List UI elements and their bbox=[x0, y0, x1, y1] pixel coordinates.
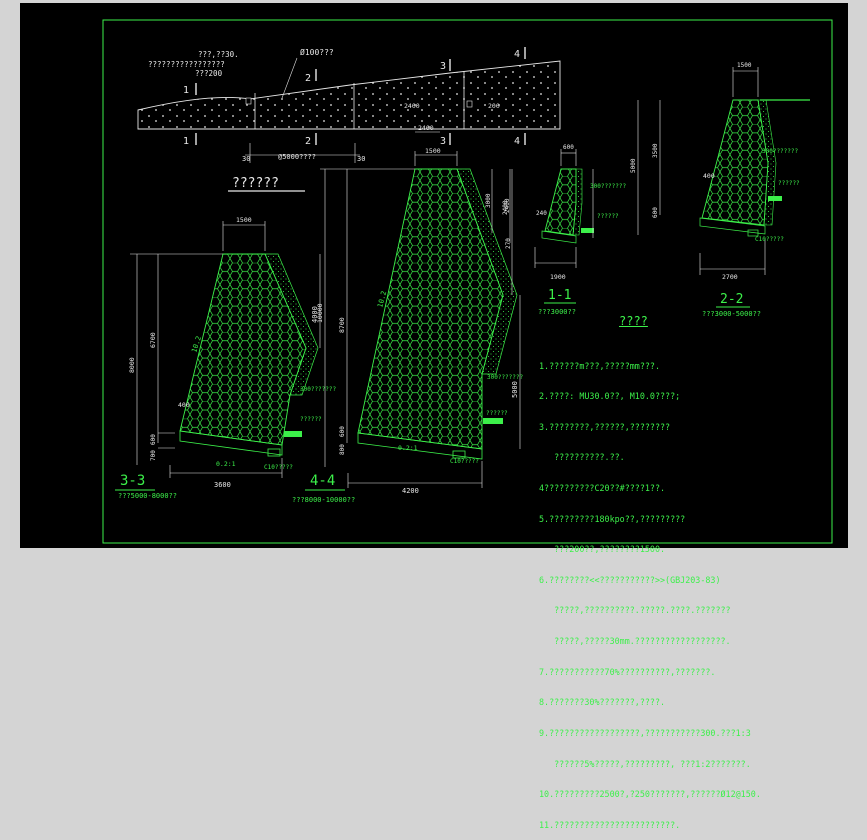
dim-spacing: @5000???? bbox=[278, 153, 316, 161]
s33-label-drain: ?????? bbox=[300, 416, 322, 423]
s33-dim-upper: 4000 bbox=[311, 306, 319, 323]
section-mark-bot-4: 4 bbox=[514, 136, 520, 147]
s11-dim-270: 270 bbox=[505, 238, 512, 249]
s33-dim-bottom: 3600 bbox=[214, 481, 231, 489]
note-line: 1.??????m???,?????mm???. bbox=[539, 360, 661, 371]
s33-dim-700: 700 bbox=[150, 450, 157, 461]
note-line: 9.??????????????????,???????????300.???1… bbox=[539, 727, 751, 738]
s11-title: 1-1 bbox=[548, 288, 571, 303]
s44-dim-800: 800 bbox=[339, 444, 346, 455]
s44-dim-upper: 2400 bbox=[504, 198, 511, 213]
s33-label-c: C10????? bbox=[264, 464, 293, 471]
dim-2400-b: 2400 bbox=[418, 124, 434, 132]
s44-dim-3000: 3000 bbox=[485, 193, 492, 208]
s33-title: 3-3 bbox=[120, 473, 145, 489]
section-3-3: 1500 8000 6700 4000 600 700 3600 400 10.… bbox=[115, 216, 337, 500]
note-line: 8.???????30%???????,????. bbox=[539, 697, 666, 708]
pipe-label: Ø100??? bbox=[300, 47, 334, 57]
note-line: 4??????????C20??#????1??. bbox=[539, 483, 666, 494]
note-line: 7.???????????70%??????????,???????. bbox=[539, 666, 716, 677]
s22-label-drain: ?????? bbox=[778, 180, 800, 187]
section-mark-top-1: 1 bbox=[183, 85, 189, 96]
s44-slope-base: 0.2:1 bbox=[398, 444, 418, 452]
elev-label-2: ????????????????? bbox=[148, 60, 225, 69]
note-line: ?????,?????30mm.??????????????????. bbox=[539, 636, 731, 647]
s33-dim-600: 600 bbox=[150, 434, 157, 445]
design-notes: ???? 1.??????m???,?????mm???. 2.????: MU… bbox=[539, 315, 839, 840]
s22-dim-height: 5000 bbox=[630, 158, 637, 173]
drawing-canvas[interactable]: ???,??30. ????????????????? ???200 Ø100?… bbox=[20, 3, 848, 830]
s22-title: 2-2 bbox=[720, 292, 743, 307]
dim-2400-a: 2400 bbox=[404, 102, 420, 110]
notes-title: ???? bbox=[619, 314, 648, 328]
dim-200: 200 bbox=[488, 102, 500, 110]
s22-label-fill: 300??????? bbox=[762, 148, 799, 155]
sheet-border bbox=[102, 19, 833, 544]
s22-label-c: C10????? bbox=[755, 236, 784, 243]
section-mark-top-3: 3 bbox=[440, 61, 446, 72]
plan-title: ?????? bbox=[232, 176, 279, 191]
s22-dim-400: 400 bbox=[703, 172, 715, 180]
section-mark-bot-3: 3 bbox=[440, 136, 446, 147]
dim-30-right: 30 bbox=[357, 155, 365, 163]
elev-label-3: ???200 bbox=[195, 69, 223, 78]
s33-label-fill: 300??????? bbox=[300, 386, 337, 393]
note-line: 2.????: MU30.0??, M10.0????; bbox=[539, 391, 681, 402]
s44-title: 4-4 bbox=[310, 473, 335, 489]
s11-dim-2400: 2400 bbox=[502, 200, 509, 215]
note-line: ??????5%?????,?????????, ???1:2???????. bbox=[539, 758, 751, 769]
section-1-1: 600 1900 2400 240 270 300??????? ?????? … bbox=[502, 144, 627, 316]
top-elevation: ???,??30. ????????????????? ???200 Ø100?… bbox=[137, 47, 561, 163]
s44-label-c: C10????? bbox=[450, 458, 479, 465]
elev-label-1: ???,??30. bbox=[198, 50, 239, 59]
s33-dim-main: 6700 bbox=[149, 332, 157, 348]
s22-dim-600: 600 bbox=[652, 207, 659, 218]
note-line: 11.????????????????????????. bbox=[539, 819, 681, 830]
s33-dim-top: 1500 bbox=[236, 216, 252, 224]
s11-subtitle: ???3000?? bbox=[538, 308, 576, 316]
s11-label-drain: ?????? bbox=[597, 213, 619, 220]
note-line: ?????,??????????.?????.????.??????? bbox=[539, 605, 731, 616]
s44-dim-bottom: 4200 bbox=[402, 487, 419, 495]
cad-drawing: ???,??30. ????????????????? ???200 Ø100?… bbox=[102, 19, 833, 544]
s22-dim-bottom: 2700 bbox=[722, 273, 738, 281]
s44-dim-main: 8700 bbox=[338, 317, 346, 333]
s33-subtitle: ???5000-8000?? bbox=[118, 492, 177, 500]
s44-dim-total: 10000 bbox=[316, 303, 324, 323]
s44-subtitle: ???8000-10000?? bbox=[292, 496, 355, 504]
s44-label-drain: ?????? bbox=[486, 410, 508, 417]
dim-30-left: 30 bbox=[242, 155, 250, 163]
s33-dim-400: 400 bbox=[178, 401, 190, 409]
s22-dim-3500: 3500 bbox=[652, 143, 659, 158]
section-2-2: 1500 5000 3500 600 400 2700 300??????? ?… bbox=[630, 62, 810, 318]
section-mark-top-4: 4 bbox=[514, 49, 520, 60]
section-mark-bot-2: 2 bbox=[305, 136, 311, 147]
s33-dim-total: 8000 bbox=[128, 357, 136, 373]
note-line: 6.????????<<???????????>>(GBJ203-83) bbox=[539, 574, 721, 585]
section-mark-top-2: 2 bbox=[305, 73, 311, 84]
note-line: ??????????.??. bbox=[539, 452, 625, 463]
s11-label-fill: 300??????? bbox=[590, 183, 627, 190]
s11-dim-240: 240 bbox=[536, 210, 547, 217]
section-4-4: 1500 10000 8700 2400 3000 5000 600 800 4… bbox=[292, 147, 524, 504]
s44-dim-600: 600 bbox=[339, 426, 346, 437]
s44-dim-5000: 5000 bbox=[511, 381, 519, 398]
s44-dim-top: 1500 bbox=[425, 147, 441, 155]
s22-dim-top: 1500 bbox=[737, 62, 752, 69]
s33-slope-base: 0.2:1 bbox=[216, 460, 236, 468]
note-line: 5.?????????180kpo??,????????? bbox=[539, 513, 686, 524]
note-line: 10.?????????2500?,?250???????,??????Ø12@… bbox=[539, 789, 761, 800]
s11-dim-top: 600 bbox=[563, 144, 574, 151]
s22-subtitle: ???3000-5000?? bbox=[702, 310, 761, 318]
section-mark-bot-1: 1 bbox=[183, 136, 189, 147]
s44-label-fill: 300??????? bbox=[487, 374, 524, 381]
s11-dim-bottom: 1900 bbox=[550, 273, 566, 281]
note-line: ???200??,????????1500. bbox=[539, 544, 666, 555]
note-line: 3.????????,??????,???????? bbox=[539, 421, 671, 432]
